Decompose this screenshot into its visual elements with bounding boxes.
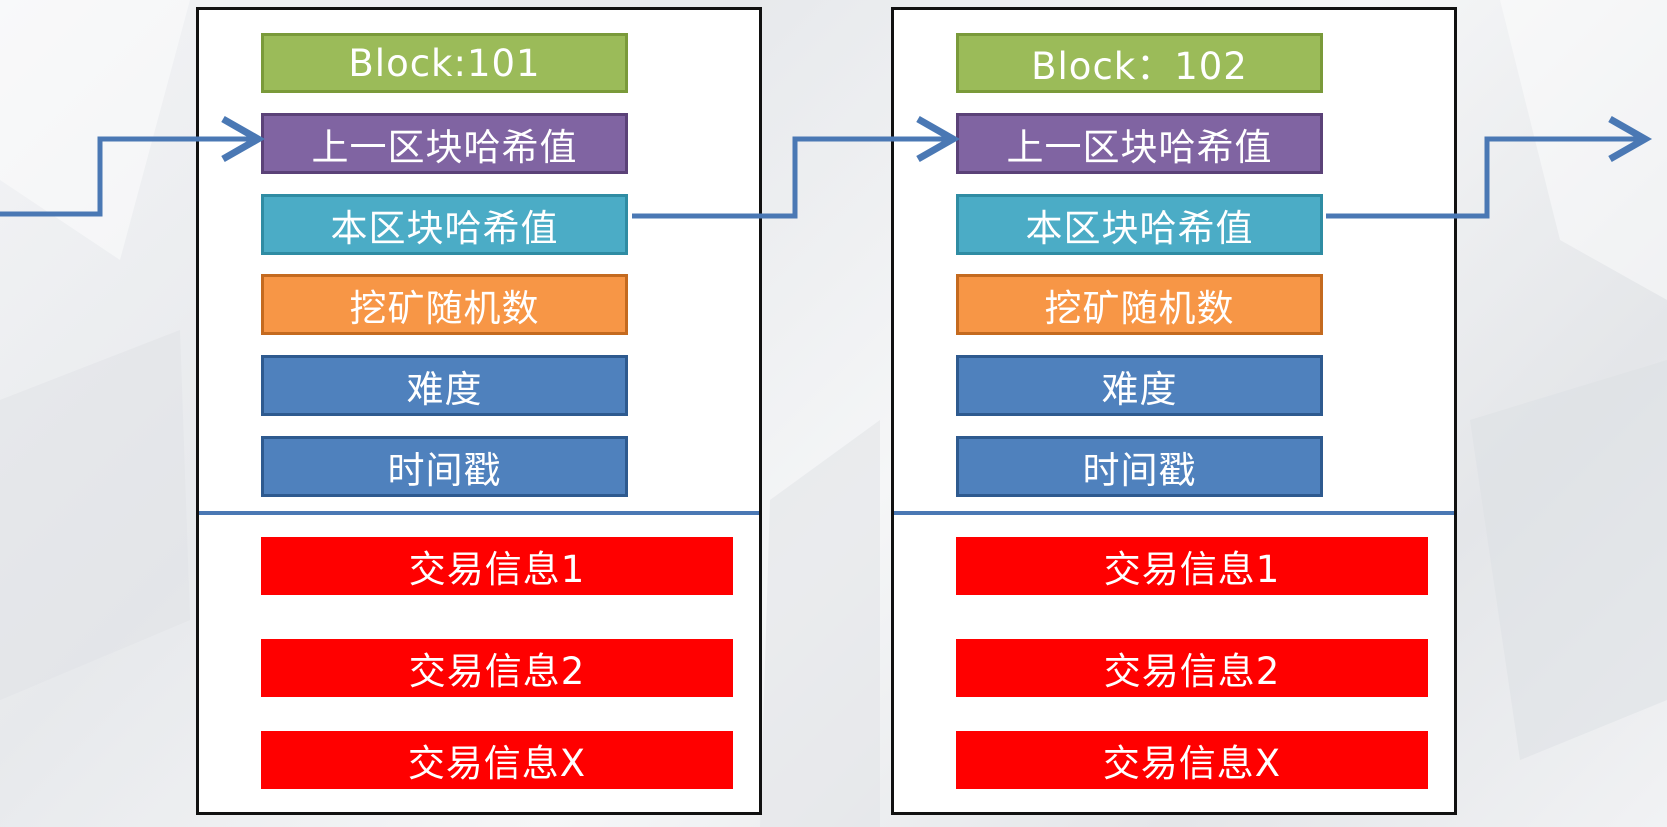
difficulty-field: 难度 <box>956 355 1323 416</box>
difficulty-field: 难度 <box>261 355 628 416</box>
this-hash-field: 本区块哈希值 <box>956 194 1323 255</box>
transaction-1: 交易信息1 <box>261 537 733 595</box>
block-101: Block:101 上一区块哈希值 本区块哈希值 挖矿随机数 难度 时间戳 交易… <box>196 7 762 815</box>
prev-hash-field: 上一区块哈希值 <box>956 113 1323 174</box>
transaction-x: 交易信息X <box>956 731 1428 789</box>
block-header: Block：102 <box>956 33 1323 93</box>
header-divider <box>894 511 1454 515</box>
transaction-2: 交易信息2 <box>956 639 1428 697</box>
nonce-field: 挖矿随机数 <box>261 274 628 335</box>
transaction-2: 交易信息2 <box>261 639 733 697</box>
transaction-x: 交易信息X <box>261 731 733 789</box>
this-hash-field: 本区块哈希值 <box>261 194 628 255</box>
nonce-field: 挖矿随机数 <box>956 274 1323 335</box>
timestamp-field: 时间戳 <box>261 436 628 497</box>
timestamp-field: 时间戳 <box>956 436 1323 497</box>
block-102: Block：102 上一区块哈希值 本区块哈希值 挖矿随机数 难度 时间戳 交易… <box>891 7 1457 815</box>
block-header: Block:101 <box>261 33 628 93</box>
outgoing-hash-arrow <box>1326 115 1653 219</box>
hash-link-arrow-101-102 <box>632 115 961 219</box>
header-divider <box>199 511 759 515</box>
transaction-1: 交易信息1 <box>956 537 1428 595</box>
incoming-hash-arrow <box>0 115 266 217</box>
prev-hash-field: 上一区块哈希值 <box>261 113 628 174</box>
